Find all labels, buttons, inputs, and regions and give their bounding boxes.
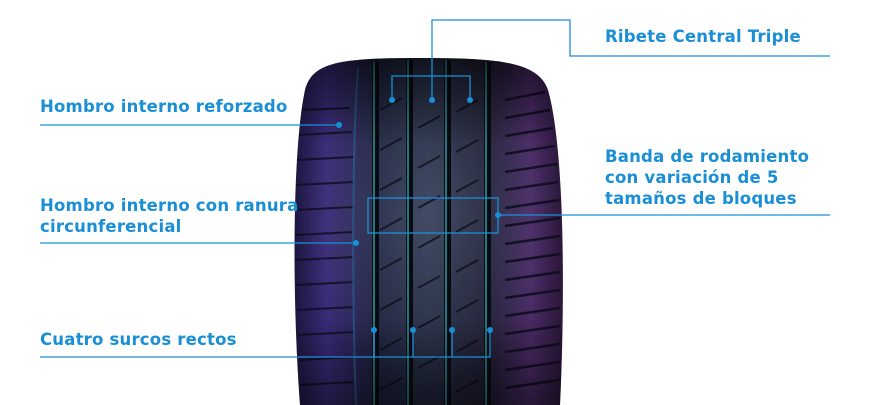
callout-banda-rodamiento: Banda de rodamiento con variación de 5 t… — [605, 146, 809, 209]
callout-banda-line-3: tamaños de bloques — [605, 189, 797, 208]
callout-hombro-ranura-line-2: circunferencial — [40, 217, 182, 236]
callout-ribete-central: Ribete Central Triple — [605, 27, 801, 46]
callout-dots — [336, 97, 501, 333]
leader-lines — [40, 19, 830, 358]
callout-banda-line-1: Banda de rodamiento — [605, 147, 810, 166]
callout-cuatro-surcos: Cuatro surcos rectos — [40, 330, 237, 349]
callout-hombro-reforzado: Hombro interno reforzado — [40, 97, 288, 116]
callout-hombro-ranura: Hombro interno con ranura circunferencia… — [40, 195, 298, 237]
callout-hombro-ranura-line-1: Hombro interno con ranura — [40, 196, 299, 215]
callout-banda-line-2: con variación de 5 — [605, 168, 779, 187]
